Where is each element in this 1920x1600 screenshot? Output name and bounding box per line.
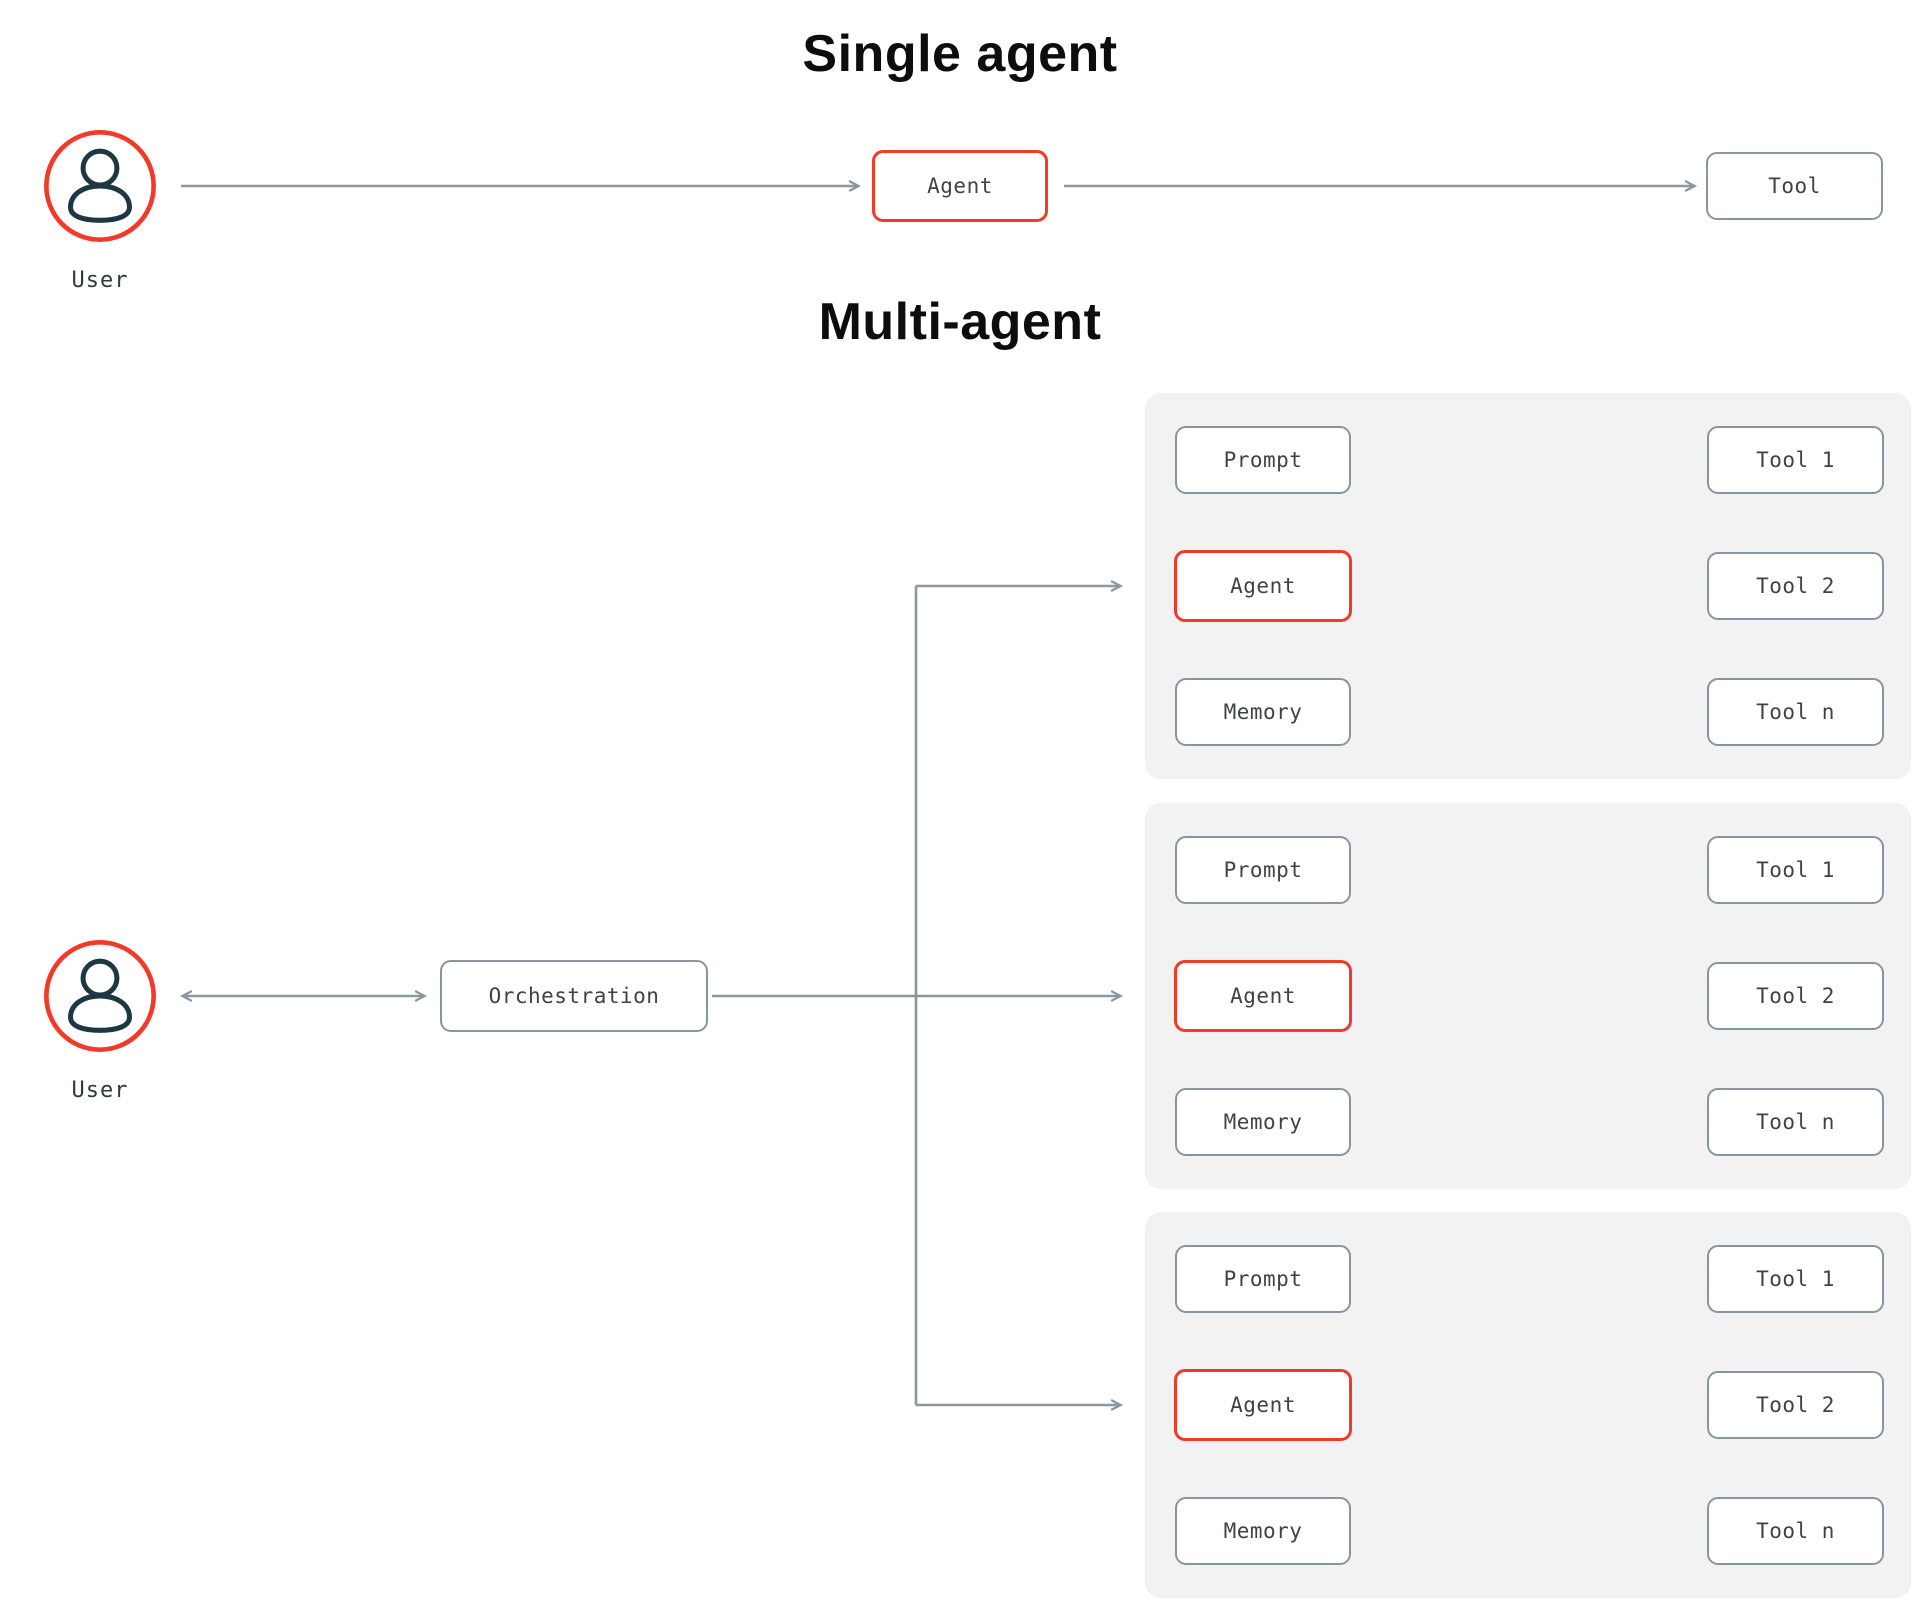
tool-1-node: Tool 1	[1707, 1245, 1884, 1313]
red-ring	[44, 940, 156, 1052]
person-head	[80, 148, 120, 188]
agent-node: Agent	[1174, 960, 1352, 1032]
agent-node: Agent	[1174, 1369, 1352, 1441]
tool-2-node: Tool 2	[1707, 1371, 1884, 1439]
orchestration-node: Orchestration	[440, 960, 708, 1032]
prompt-node: Prompt	[1175, 836, 1351, 904]
single-tool-node: Tool	[1706, 152, 1883, 220]
user-icon	[42, 128, 158, 244]
tool-n-node: Tool n	[1707, 1497, 1884, 1565]
agent-group-panel-2: Prompt Agent Memory Tool 1 Tool 2 Tool n	[1145, 803, 1911, 1189]
tool-n-node: Tool n	[1707, 1088, 1884, 1156]
memory-node: Memory	[1175, 1497, 1351, 1565]
person-head	[80, 958, 120, 998]
prompt-node: Prompt	[1175, 1245, 1351, 1313]
tool-n-node: Tool n	[1707, 678, 1884, 746]
multi-agent-title: Multi-agent	[818, 293, 1102, 351]
tool-1-node: Tool 1	[1707, 836, 1884, 904]
agent-group-panel-3: Prompt Agent Memory Tool 1 Tool 2 Tool n	[1145, 1212, 1911, 1598]
single-agent-node: Agent	[872, 150, 1048, 222]
tool-1-node: Tool 1	[1707, 426, 1884, 494]
agent-node: Agent	[1174, 550, 1352, 622]
memory-node: Memory	[1175, 1088, 1351, 1156]
agent-group-panel-1: Prompt Agent Memory Tool 1 Tool 2 Tool n	[1145, 393, 1911, 779]
person-body	[68, 993, 132, 1033]
red-ring	[44, 130, 156, 242]
user-label: User	[71, 268, 129, 293]
user-label: User	[71, 1078, 129, 1103]
user-icon	[42, 938, 158, 1054]
memory-node: Memory	[1175, 678, 1351, 746]
prompt-node: Prompt	[1175, 426, 1351, 494]
tool-2-node: Tool 2	[1707, 962, 1884, 1030]
single-agent-title: Single agent	[802, 25, 1118, 83]
tool-2-node: Tool 2	[1707, 552, 1884, 620]
person-body	[68, 183, 132, 223]
